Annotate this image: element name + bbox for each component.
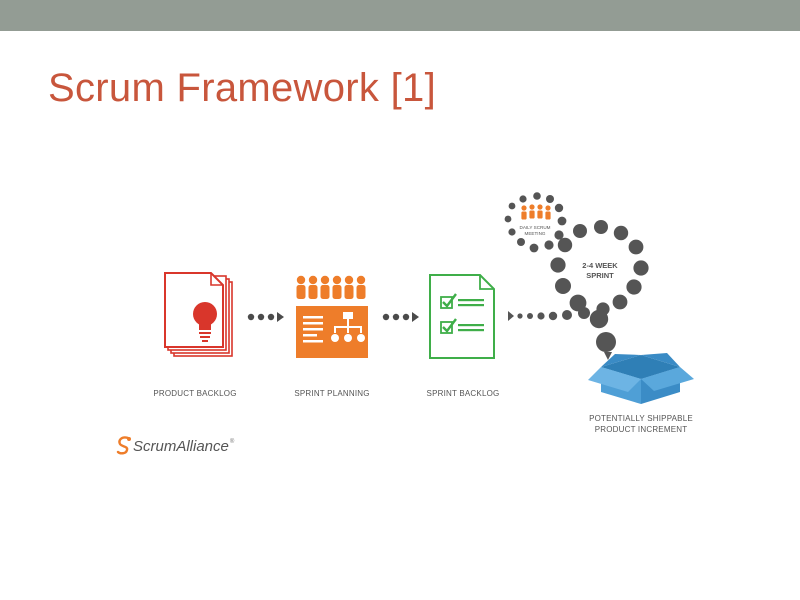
checklist-document-icon <box>429 274 495 359</box>
scrum-alliance-logo-icon <box>116 436 131 455</box>
top-bar <box>0 0 800 31</box>
sprint-loop <box>508 220 649 360</box>
flow-arrow-2 <box>382 312 419 322</box>
increment-label-line1: POTENTIALLY SHIPPABLE <box>589 414 693 423</box>
open-box-icon <box>588 353 694 404</box>
lightbulb-document-stack-icon <box>164 272 233 357</box>
slide-title: Scrum Framework [1] <box>48 66 436 110</box>
increment-label-line2: PRODUCT INCREMENT <box>595 425 688 434</box>
team-meeting-icon <box>521 204 551 220</box>
scrum-alliance-logo-reg: ® <box>229 439 235 445</box>
scrum-alliance-logo: ScrumAlliance ® <box>116 434 234 458</box>
sprint-label-line1: 2-4 WEEK <box>582 261 618 270</box>
scrum-alliance-logo-text: ScrumAlliance <box>133 437 229 455</box>
stage-label-sprint-backlog: SPRINT BACKLOG <box>427 389 500 398</box>
sprint-label-line2: SPRINT <box>586 271 614 280</box>
flow-arrow-1 <box>247 312 284 322</box>
daily-scrum-label-line1: DAILY SCRUM <box>520 225 551 230</box>
daily-scrum-label-line2: MEETING <box>525 231 546 236</box>
stage-label-product-backlog: PRODUCT BACKLOG <box>153 389 236 398</box>
stage-label-sprint-planning: SPRINT PLANNING <box>294 389 369 398</box>
team-planning-board-icon <box>296 275 368 358</box>
daily-scrum-loop <box>504 192 567 253</box>
